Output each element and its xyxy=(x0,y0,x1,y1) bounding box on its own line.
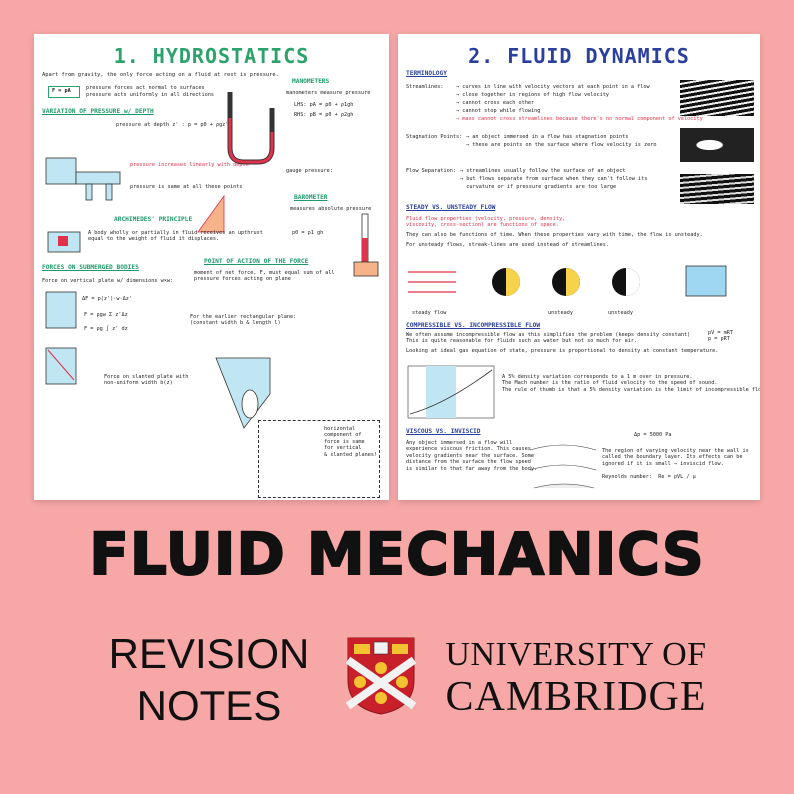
streamline-photo xyxy=(680,80,754,116)
streamlines-label: Streamlines: xyxy=(406,84,444,90)
university-line-1: UNIVERSITY OF xyxy=(445,636,707,673)
point-text: moment of net force, F, must equal sum o… xyxy=(194,270,335,283)
bullet-1: pressure forces act normal to surfaces xyxy=(86,85,205,91)
steady-text-3: For unsteady flows, streak-lines are use… xyxy=(406,242,610,248)
f-int: F = ρg ∫ z' dz xyxy=(84,326,128,332)
stagnation-label: Stagnation Points: xyxy=(406,134,463,140)
stagnation-photo xyxy=(680,128,754,162)
separation-label: Flow Separation: xyxy=(406,168,456,174)
heading-barometer: BAROMETER xyxy=(294,194,328,201)
stagnation-2: → these are points on the surface where … xyxy=(466,142,657,148)
archimedes-text: A body wholly or partially in fluid rece… xyxy=(88,230,263,243)
heading-archimedes: ARCHIMEDES' PRINCIPLE xyxy=(114,216,193,223)
barometer-text: measures absolute pressure xyxy=(290,206,372,212)
separation-photo xyxy=(680,174,754,204)
depth-text: pressure at depth z' : p = p0 + ρgz' xyxy=(116,122,229,128)
barometer-diagram xyxy=(353,213,379,277)
streamline-5: → mass cannot cross streamlines because … xyxy=(456,116,703,122)
streamline-4: → cannot stop while flowing xyxy=(456,108,541,114)
separation-2: → but flows separate from surface when t… xyxy=(460,176,648,182)
separation-1: → streamlines usually follow the surface… xyxy=(460,168,626,174)
label-unsteady-2: unsteady xyxy=(608,310,633,316)
barometer-eq: p0 = ρ1 gh xyxy=(292,230,324,236)
gas-eq: pV = mRT p = ρRT xyxy=(708,330,733,343)
heading-terminology: TERMINOLOGY xyxy=(406,70,447,77)
compressibility-graph xyxy=(407,365,495,419)
steady-text-2: They can also be functions of time. When… xyxy=(406,232,703,238)
rect-text: For the earlier rectangular plane: (cons… xyxy=(190,314,297,327)
submerged-text: Force on vertical plate w/ dimensions w×… xyxy=(42,278,174,284)
manometer-rhs: RHS: pB = p0 + ρ2gh xyxy=(294,112,354,118)
f-sum: F = ρgw Σ z'Δz xyxy=(84,312,128,318)
subtitle-line-1: REVISION xyxy=(108,630,310,677)
label-steady: steady flow xyxy=(412,310,447,316)
compressible-text: We often assume incompressible flow as t… xyxy=(406,332,691,345)
steady-text: Fluid flow properties (velocity, pressur… xyxy=(406,216,566,229)
manometer-diagram xyxy=(227,92,275,165)
viscous-text: Any object immersed in a flow will exper… xyxy=(406,440,538,472)
pressure-triangle xyxy=(197,194,225,233)
separation-3: curvature or if pressure gradients are t… xyxy=(460,184,617,190)
depth-note: pressure increases linearly with depth xyxy=(130,162,249,168)
heading-manometers: MANOMETERS xyxy=(292,78,330,85)
hydrostatics-title: 1. HYDROSTATICS xyxy=(113,44,310,68)
steady-unsteady-diagram xyxy=(408,265,727,297)
hydrostatics-sheet: 1. HYDROSTATICS Apart from gravity, the … xyxy=(34,34,389,500)
streamline-1: → curves in line with velocity vectors a… xyxy=(456,84,650,90)
label-unsteady-1: unsteady xyxy=(548,310,573,316)
heading-depth: VARIATION OF PRESSURE w/ DEPTH xyxy=(42,108,154,115)
heading-viscous: VISCOUS VS. INVISCID xyxy=(406,428,481,435)
slanted-plate-diagram xyxy=(215,357,271,429)
main-title: FLUID MECHANICS xyxy=(88,519,705,589)
fluid-dynamics-sheet: 2. FLUID DYNAMICS TERMINOLOGY Streamline… xyxy=(398,34,760,500)
horizontal-note: horizontal component of force is same fo… xyxy=(324,426,378,458)
dp-eq: Δp = 5000 Pa xyxy=(634,432,672,438)
revision-notes-label: REVISION NOTES xyxy=(74,628,344,732)
vertical-plate-diagram xyxy=(45,291,77,385)
tank-diagram xyxy=(45,157,121,201)
boundary-layer-diagram xyxy=(529,444,597,489)
heading-point-action: POINT OF ACTION OF THE FORCE xyxy=(204,258,309,265)
university-line-2: CAMBRIDGE xyxy=(445,674,707,720)
compressible-text-2: Looking at ideal gas equation of state, … xyxy=(406,348,719,354)
subtitle-line-2: NOTES xyxy=(136,682,282,729)
dynamics-title: 2. FLUID DYNAMICS xyxy=(468,44,690,68)
intro-text: Apart from gravity, the only force actin… xyxy=(42,72,279,78)
heading-compressible: COMPRESSIBLE VS. INCOMPRESSIBLE FLOW xyxy=(406,322,541,329)
cambridge-crest-icon xyxy=(346,637,416,715)
stagnation-1: → an object immersed in a flow has stagn… xyxy=(466,134,629,140)
mach-text: A 5% density variation corresponds to a … xyxy=(502,374,760,393)
gauge-text: gauge pressure: xyxy=(286,168,333,174)
manometer-text: manometers measure pressure xyxy=(286,90,371,96)
bullet-2: pressure acts uniformly in all direction… xyxy=(86,92,215,98)
streamline-3: → cannot cross each other xyxy=(456,100,535,106)
slanted-text: Force on slanted plate with non-uniform … xyxy=(104,374,189,387)
df-eq: ΔF = p(z')·w·Δz' xyxy=(82,296,132,302)
university-name: UNIVERSITY OF CAMBRIDGE xyxy=(426,636,726,720)
manometer-lhs: LHS: pA = p0 + ρ1gh xyxy=(294,102,354,108)
heading-steady: STEADY VS. UNSTEADY FLOW xyxy=(406,204,496,211)
heading-submerged: FORCES ON SUBMERGED BODIES xyxy=(42,264,139,271)
streamline-2: → close together in regions of high flow… xyxy=(456,92,610,98)
same-note: pressure is same at all these points xyxy=(130,184,243,190)
formula-fpa: F = pA xyxy=(52,88,71,94)
archimedes-diagram xyxy=(47,231,81,253)
reynolds-text: Reynolds number: Re = ρVL / μ xyxy=(602,474,696,480)
boundary-text: The region of varying velocity near the … xyxy=(602,448,749,467)
